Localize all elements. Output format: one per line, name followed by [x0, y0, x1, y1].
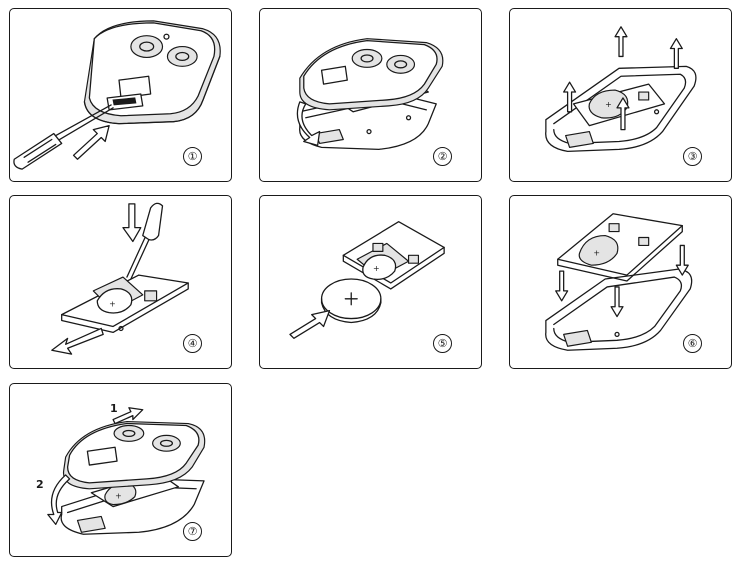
svg-text:+: + — [373, 264, 380, 273]
svg-text:+: + — [109, 300, 116, 309]
step-5-panel: + ⑤ — [259, 195, 482, 369]
remote-control-icon — [299, 38, 444, 111]
screwdriver-icon — [13, 104, 114, 170]
push-arrow-icon — [122, 203, 142, 243]
step-1-illustration — [13, 20, 221, 170]
svg-text:+: + — [115, 492, 122, 501]
step-sub-label-1: 1 — [110, 402, 118, 415]
svg-text:+: + — [605, 100, 612, 109]
lower-arrow-icon — [555, 244, 689, 318]
remote-housing-icon: + — [60, 472, 205, 535]
step-6-panel: + ⑥ — [509, 195, 732, 369]
screwdriver-icon — [126, 202, 164, 280]
step-4-panel: + ④ — [9, 195, 232, 369]
circuit-board-icon: + — [557, 213, 683, 282]
step-6-illustration: + — [545, 213, 693, 351]
step-3-panel: + ③ — [509, 8, 732, 182]
step-number: ⑦ — [183, 522, 202, 541]
battery-out-arrow-icon — [51, 327, 104, 355]
open-lid-arrow-icon — [296, 101, 321, 147]
step-sub-label-2: 2 — [36, 478, 44, 491]
step-number: ④ — [183, 334, 202, 353]
step-2-illustration — [296, 38, 444, 151]
step-7-panel: + 1 2 ⑦ — [9, 383, 232, 557]
insert-arrow-icon — [289, 310, 331, 339]
step-7-illustration: + — [47, 407, 206, 535]
step-number: ⑥ — [683, 334, 702, 353]
push-arrow-icon — [72, 125, 110, 160]
step-number: ③ — [683, 147, 702, 166]
coin-battery-icon — [320, 278, 382, 324]
step-5-illustration: + — [289, 221, 445, 339]
svg-text:+: + — [593, 248, 600, 257]
step-1-panel: ① — [9, 8, 232, 182]
circuit-board-icon: + — [342, 221, 445, 290]
step-3-illustration: + — [545, 26, 697, 152]
circuit-board-icon: + — [61, 274, 189, 334]
remote-control-icon — [63, 420, 206, 490]
step-2-panel: ② — [259, 8, 482, 182]
step-number: ② — [433, 147, 452, 166]
close-lid-arrow-icon — [47, 407, 144, 526]
step-number: ① — [183, 147, 202, 166]
step-4-illustration: + — [51, 202, 189, 355]
step-number: ⑤ — [433, 334, 452, 353]
lift-arrow-icon — [563, 26, 683, 131]
remote-control-icon — [83, 20, 221, 125]
